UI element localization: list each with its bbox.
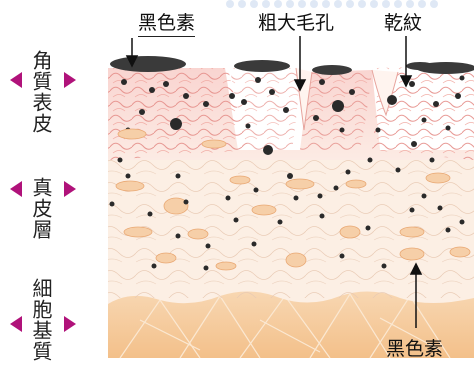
wrinkle-label: 乾紋 [384, 12, 423, 34]
arrow-right-icon [64, 181, 76, 197]
arrow-left-icon [10, 316, 22, 332]
melanin-top-label: 黑色素 [138, 8, 196, 37]
matrix-layer [108, 287, 474, 358]
layer-text-epidermis: 角質表皮 [29, 50, 53, 134]
top-dots-decoration [226, 0, 438, 8]
label-pointers [125, 36, 423, 328]
dermis-fibers [108, 150, 474, 298]
epidermis-melanin-dots [121, 75, 465, 155]
layer-text-dermis: 真皮層 [29, 176, 53, 240]
dermis-melanin-dots [109, 157, 465, 273]
arrow-left-icon [10, 72, 22, 88]
layer-label-epidermis: 角質表皮 [6, 42, 76, 142]
arrow-left-icon [10, 181, 22, 197]
arrow-right-icon [64, 72, 76, 88]
melanin-bottom-label: 黑色素 [386, 338, 444, 360]
layer-text-matrix: 細胞基質 [29, 278, 53, 362]
layer-label-matrix: 細胞基質 [6, 270, 76, 370]
dermis-cells [115, 128, 471, 271]
arrow-right-icon [64, 316, 76, 332]
layer-label-dermis: 真皮層 [6, 168, 76, 248]
pore-label: 粗大毛孔 [258, 12, 335, 34]
wrinkle-crevice [371, 69, 399, 117]
